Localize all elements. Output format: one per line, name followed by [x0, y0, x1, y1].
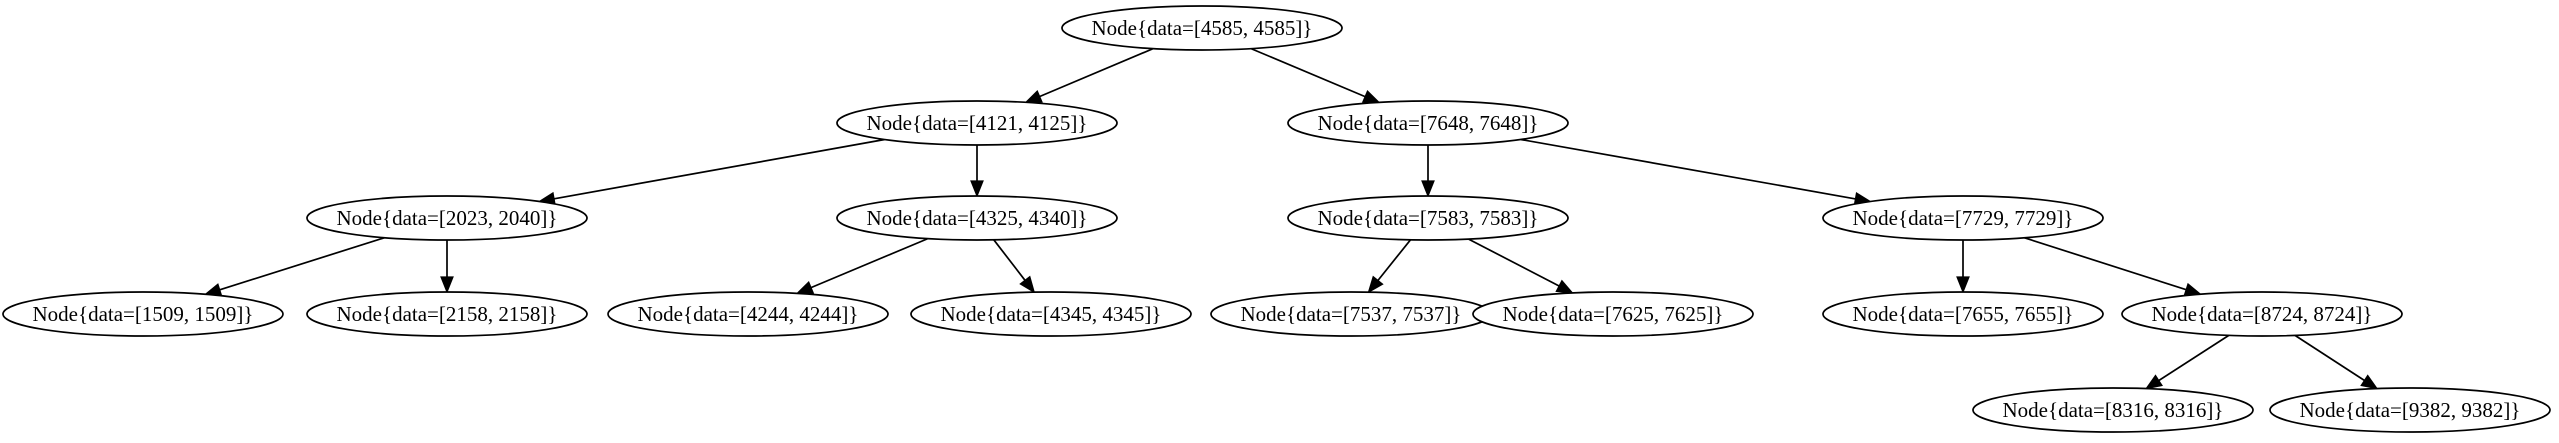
tree-node-n7583: Node{data=[7583, 7583]}	[1287, 195, 1569, 241]
tree-node-n7729: Node{data=[7729, 7729]}	[1822, 195, 2104, 241]
arrowhead-n7655	[1956, 276, 1970, 294]
node-label: Node{data=[4325, 4340]}	[867, 206, 1088, 230]
node-ellipse	[306, 291, 588, 337]
edge-n7648-to-n7729	[1520, 138, 1856, 200]
node-ellipse	[1287, 195, 1569, 241]
tree-node-n7625: Node{data=[7625, 7625]}	[1472, 291, 1754, 337]
edge-n7583-to-n7537	[1377, 239, 1412, 282]
nodes-layer: Node{data=[4585, 4585]} Node{data=[4121, …	[2, 5, 2551, 433]
node-label: Node{data=[4121, 4125]}	[867, 111, 1088, 135]
node-label: Node{data=[4244, 4244]}	[638, 302, 859, 326]
node-ellipse	[607, 291, 889, 337]
arrowhead-n4345	[1019, 275, 1036, 294]
arrowhead-n7625	[1555, 279, 1574, 294]
node-label: Node{data=[7625, 7625]}	[1503, 302, 1724, 326]
tree-node-n4325: Node{data=[4325, 4340]}	[836, 195, 1118, 241]
edge-n4121-to-n2023	[553, 138, 885, 200]
tree-node-n8724: Node{data=[8724, 8724]}	[2121, 291, 2403, 337]
node-ellipse	[910, 291, 1192, 337]
node-label: Node{data=[4585, 4585]}	[1092, 16, 1313, 40]
tree-node-n7537: Node{data=[7537, 7537]}	[1210, 291, 1492, 337]
node-ellipse	[1822, 291, 2104, 337]
node-ellipse	[306, 195, 588, 241]
edge-n4585-to-n7648	[1250, 47, 1366, 98]
tree-node-n4345: Node{data=[4345, 4345]}	[910, 291, 1192, 337]
tree-node-n4244: Node{data=[4244, 4244]}	[607, 291, 889, 337]
node-label: Node{data=[2158, 2158]}	[337, 302, 558, 326]
node-ellipse	[2269, 387, 2551, 433]
edge-n8724-to-n9382	[2294, 334, 2365, 382]
node-label: Node{data=[7655, 7655]}	[1853, 302, 2074, 326]
arrowhead-n7583	[1421, 180, 1435, 198]
edge-n2023-to-n1509	[219, 236, 385, 291]
tree-node-n7655: Node{data=[7655, 7655]}	[1822, 291, 2104, 337]
tree-node-n4585: Node{data=[4585, 4585]}	[1061, 5, 1343, 51]
node-label: Node{data=[7583, 7583]}	[1318, 206, 1539, 230]
edge-n8724-to-n8316	[2158, 334, 2230, 382]
edges-layer	[203, 47, 2379, 390]
tree-node-n2158: Node{data=[2158, 2158]}	[306, 291, 588, 337]
tree-node-n9382: Node{data=[9382, 9382]}	[2269, 387, 2551, 433]
edge-n4585-to-n4121	[1039, 47, 1154, 98]
node-ellipse	[836, 195, 1118, 241]
node-ellipse	[1822, 195, 2104, 241]
edge-n7729-to-n8724	[2024, 236, 2187, 291]
node-label: Node{data=[7537, 7537]}	[1241, 302, 1462, 326]
node-label: Node{data=[8316, 8316]}	[2003, 398, 2224, 422]
arrowhead-n7537	[1367, 275, 1384, 294]
edge-n4325-to-n4345	[993, 239, 1026, 281]
node-label: Node{data=[2023, 2040]}	[337, 206, 558, 230]
node-label: Node{data=[4345, 4345]}	[941, 302, 1162, 326]
node-label: Node{data=[7648, 7648]}	[1318, 111, 1539, 135]
arrowhead-n4244	[795, 281, 815, 295]
node-ellipse	[2121, 291, 2403, 337]
node-label: Node{data=[9382, 9382]}	[2300, 398, 2521, 422]
node-label: Node{data=[8724, 8724]}	[2152, 302, 2373, 326]
tree-node-n1509: Node{data=[1509, 1509]}	[2, 291, 284, 337]
arrowhead-n4325	[970, 180, 984, 198]
node-ellipse	[1287, 100, 1569, 146]
arrowhead-n4121	[1024, 89, 1043, 104]
arrowhead-n9382	[2360, 374, 2379, 390]
node-ellipse	[2, 291, 284, 337]
tree-node-n7648: Node{data=[7648, 7648]}	[1287, 100, 1569, 146]
tree-node-n4121: Node{data=[4121, 4125]}	[836, 100, 1118, 146]
node-ellipse	[1061, 5, 1343, 51]
arrowhead-n7648	[1361, 89, 1381, 104]
arrowhead-n2158	[440, 276, 454, 294]
node-label: Node{data=[1509, 1509]}	[33, 302, 254, 326]
tree-node-n8316: Node{data=[8316, 8316]}	[1972, 387, 2254, 433]
node-ellipse	[1972, 387, 2254, 433]
node-ellipse	[836, 100, 1118, 146]
edge-n4325-to-n4244	[810, 237, 929, 289]
edge-n7583-to-n7625	[1468, 238, 1560, 287]
node-ellipse	[1472, 291, 1754, 337]
arrowhead-n8316	[2144, 374, 2163, 390]
tree-node-n2023: Node{data=[2023, 2040]}	[306, 195, 588, 241]
node-label: Node{data=[7729, 7729]}	[1853, 206, 2074, 230]
